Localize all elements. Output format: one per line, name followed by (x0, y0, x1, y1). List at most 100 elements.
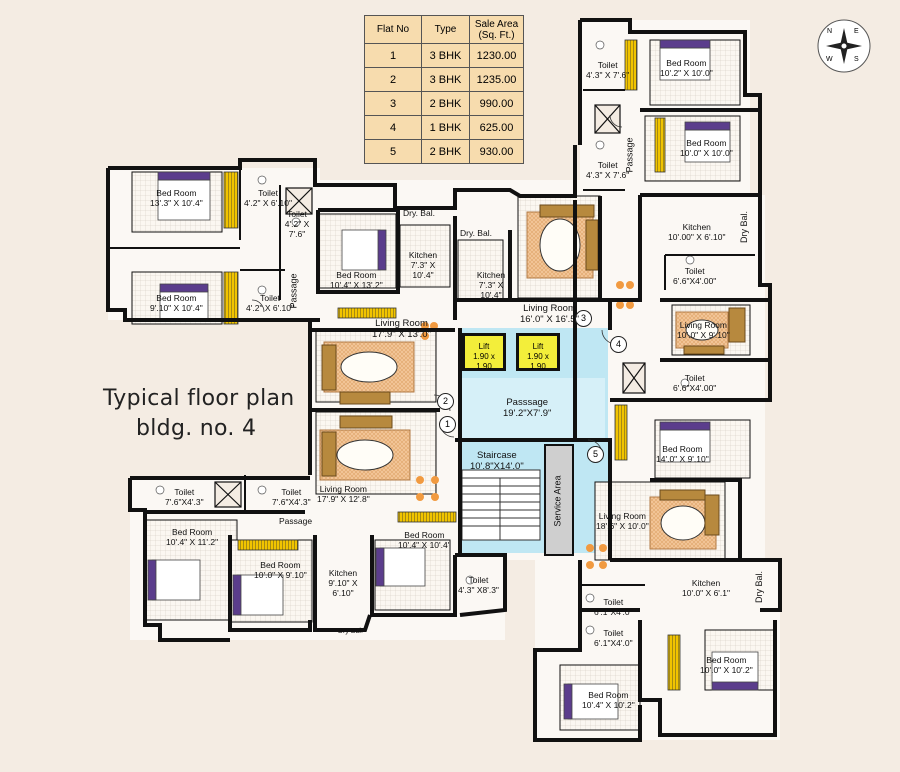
room-dimensions: 17'.9" X 13'.0" (372, 329, 431, 340)
page-title: Typical floor plan bldg. no. 4 (103, 384, 295, 444)
title-line-2: bldg. no. 4 (136, 416, 257, 441)
cell-flat-no: 5 (364, 139, 422, 164)
room-label: Dry. Bal. (460, 228, 492, 238)
room-dimensions: 13'.3" X 10'.4" (150, 198, 203, 208)
cell-sale-area: 930.00 (469, 139, 524, 164)
dry-balcony-label-small: Dry Bal. (338, 628, 363, 635)
lift-dims: 1.90 x 1.90 (527, 352, 549, 371)
header-flat-no: Flat No (364, 15, 422, 44)
lift-2: Lift 1.90 x 1.90 (516, 333, 560, 371)
room-dimensions: 4'.3" X8'.3" (458, 585, 499, 595)
room-name: Bed Room (260, 560, 301, 570)
cell-flat-no: 3 (364, 91, 422, 116)
table-header-row: Flat No Type Sale Area (Sq. Ft.) (364, 15, 524, 44)
room-name: Toilet (281, 487, 302, 497)
cell-type: 2 BHK (421, 139, 470, 164)
room-name: Kitchen (682, 222, 711, 232)
room-name: Bed Room (662, 444, 703, 454)
room-dimensions: 7'.3" X 10'.4" (410, 260, 436, 280)
thin-walls (108, 89, 755, 586)
room-dimensions: 9'.10" X 6'.10" (328, 578, 358, 598)
room-name: Bed Room (588, 690, 629, 700)
lift-1: Lift 1.90 x 1.90 (462, 333, 506, 371)
room-dimensions: 10'.8"X14'.0" (470, 461, 524, 472)
room-name: Toilet (597, 160, 618, 170)
room-dimensions: 10'.4" X 10'.4" (398, 540, 451, 550)
room-name: Bed Room (171, 527, 213, 537)
compass: N E W S (817, 19, 871, 73)
room-dimensions: 10'.00" X 6'.10" (668, 232, 726, 242)
lift-label: Lift (478, 342, 490, 351)
cell-sale-area: 990.00 (469, 91, 524, 116)
shafts (214, 104, 646, 508)
room-name: Bed Room (666, 58, 707, 68)
flat-marker-3: 3 (575, 310, 592, 327)
room-dimensions: 10'.0" X 6'.1" (682, 588, 731, 598)
room-name: Living Room (679, 320, 727, 330)
room-dimensions: 16'.0" X 16'.5" (520, 314, 579, 325)
room-dimensions: 10'.2" X 10'.0" (660, 68, 713, 78)
compass-west: W (826, 56, 833, 63)
title-line-1: Typical floor plan (103, 386, 295, 411)
room-name: Bed Room (336, 270, 377, 280)
cell-sale-area: 1235.00 (469, 67, 524, 92)
header-sale-area: Sale Area (Sq. Ft.) (469, 15, 524, 44)
sofas (321, 204, 746, 536)
flat-marker-4: 4 (610, 336, 627, 353)
room-label: Dry. Bal. (403, 208, 435, 218)
room-name: Staircase (477, 450, 517, 461)
compass-north: N (827, 28, 833, 35)
room-dimensions: 7'.6"X4'.3" (272, 497, 311, 507)
cell-type: 1 BHK (421, 115, 470, 140)
cell-flat-no: 2 (364, 67, 422, 92)
room-name: Toilet (174, 487, 195, 497)
cell-type: 3 BHK (421, 67, 470, 92)
room-name: Bed Room (706, 655, 747, 665)
room-dimensions: 4'.3" X 7'.6" (586, 70, 630, 80)
room-dimensions: 10'.0" X 10'.0" (680, 148, 733, 158)
room-dimensions: 19'.2"X7'.9" (503, 408, 552, 419)
room-dimensions: 18'.6" X 10'.0" (596, 521, 649, 531)
room-dimensions: 4'.2" X 7'.6" (284, 219, 310, 239)
room-dimensions: 6'.1"X4'.0" (594, 638, 633, 648)
room-name: Dry. Bal. (460, 228, 492, 238)
passage-floor (460, 378, 605, 438)
room-name: Bed Room (686, 138, 727, 148)
room-name: Passsage (506, 397, 549, 408)
room-name: Bed Room (156, 188, 197, 198)
room-dimensions: 6'.6"X4'.00" (673, 383, 717, 393)
flat-marker-2: 2 (437, 393, 454, 410)
wardrobes (223, 39, 681, 691)
service-area-label: Service Area (552, 475, 563, 527)
passage-label-vertical: Passage (288, 273, 299, 309)
cell-sale-area: 1230.00 (469, 43, 524, 68)
room-dimensions: 6'.6"X4'.00" (673, 276, 717, 286)
flat-marker-1: 1 (439, 416, 456, 433)
room-dimensions: 10'.4" X 11'.2" (166, 537, 219, 547)
room-dimensions: 4'.2" X 6'.10" (244, 198, 293, 208)
room-name: Bed Room (156, 293, 197, 303)
room-dimensions: 7'.6"X4'.3" (165, 497, 204, 507)
